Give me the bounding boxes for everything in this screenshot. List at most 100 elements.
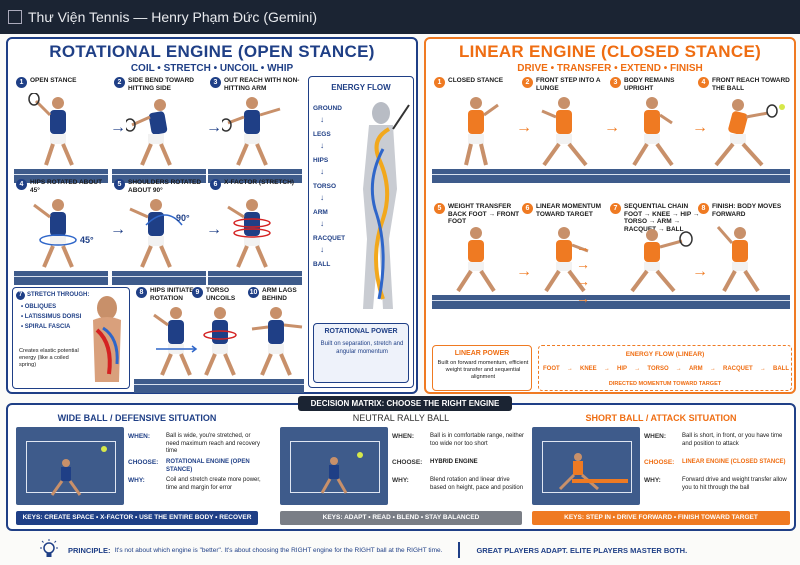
window-titlebar: Thư Viện Tennis — Henry Phạm Đức (Gemini… [0,0,800,34]
arrow-right-icon: → [206,119,222,136]
rot-step-8: 8 HIPS INITIATE ROTATION [134,287,228,393]
lin-step-6: 6 LINEAR MOMENTUM TOWARD TARGET [520,203,614,309]
stretch-heading: STRETCH THROUGH: [27,292,90,298]
choose-label: CHOOSE: [128,459,159,466]
flow-item: TORSO [647,366,669,372]
momentum-arrows-icon: →→→→ [576,239,590,306]
when-text: Ball is in comfortable range, neither to… [430,433,525,447]
step-label: FINISH: BODY MOVES FORWARD [712,203,782,218]
arrow-right-icon: → [110,119,126,136]
keys-bar: KEYS: ADAPT • READ • BLEND • STAY BALANC… [280,511,522,525]
why-text: Forward drive and weight transfer allow … [682,477,787,491]
player-figure-icon: 90° [129,199,190,268]
lin-step-8: 8 FINISH: BODY MOVES FORWARD [696,203,790,309]
arrow-down-icon: ↓ [320,193,324,202]
step-label: HIPS ROTATED ABOUT 45° [30,179,103,194]
why-text: Coil and stretch create more power, time… [166,477,261,491]
court-strip [696,169,790,183]
court-strip [432,295,526,309]
linear-power-desc: Built on forward momentum, efficient wei… [437,360,529,380]
step-label: SIDE BEND TOWARD HITTING SIDE [128,77,194,92]
arrow-right-icon: → [759,366,766,372]
step-number: 10 [248,287,259,298]
step-label: FRONT REACH TOWARD THE BALL [712,77,790,92]
when-label: WHEN: [128,433,151,440]
player-figure-icon [456,227,496,293]
window-title: Thư Viện Tennis — Henry Phạm Đức (Gemini… [28,9,317,25]
linear-flow-direction: DIRECTED MOMENTUM TOWARD TARGET [608,381,722,387]
energy-flow-title: ENERGY FLOW [331,83,391,92]
step-number: 1 [434,77,445,88]
energy-flow-item: LEGS [313,131,331,138]
step-number: 8 [698,203,709,214]
court-strip [432,169,526,183]
court-thumbnail [532,427,640,505]
rotational-subtitle: COIL • STRETCH • UNCOIL • WHIP [130,63,294,74]
step-label: SHOULDERS ROTATED ABOUT 90° [128,179,202,194]
court-strip [190,379,250,393]
rot-step-2: 2 SIDE BEND TOWARD HITTING SIDE [112,77,206,183]
step-label: LINEAR MOMENTUM TOWARD TARGET [536,203,601,218]
rotational-panel: ROTATIONAL ENGINE (OPEN STANCE) COIL • S… [6,37,418,394]
arrow-right-icon: → [603,366,610,372]
step-number: 5 [114,179,125,190]
arrow-down-icon: ↓ [320,167,324,176]
energy-flow-item: HIPS [313,157,329,164]
decision-matrix-header: DECISION MATRIX: CHOOSE THE RIGHT ENGINE [298,396,512,411]
rotational-power-desc: Built on separation, stretch and angular… [320,341,404,355]
player-figure-icon [227,199,271,268]
arrow-right-icon: → [709,366,716,372]
court-strip [14,169,108,183]
matrix-col-title: SHORT BALL / ATTACK SITUATION [585,413,737,423]
step-label: WEIGHT TRANSFER BACK FOOT → FRONT FOOT [448,203,520,225]
step-number: 4 [698,77,709,88]
choose-label: CHOOSE: [392,459,423,466]
rotational-power-title: ROTATIONAL POWER [324,328,398,335]
lin-step-2: 2 FRONT STEP INTO A LUNGE [520,77,614,183]
lin-step-5: 5 WEIGHT TRANSFER BACK FOOT → FRONT FOOT [432,203,526,309]
step-label: BODY REMAINS UPRIGHT [624,77,675,92]
choose-text: LINEAR ENGINE (CLOSED STANCE) [682,459,786,465]
court-strip [696,295,790,309]
choose-text: ROTATIONAL ENGINE (OPEN STANCE) [166,459,250,473]
arrow-right-icon: → [516,263,532,280]
rot-step-6: 6 X-FACTOR (STRETCH) [208,179,302,285]
linear-energy-flow-title: ENERGY FLOW (LINEAR) [625,351,705,358]
arrow-right-icon: → [675,366,682,372]
rot-step-10: 10 ARM LAGS BEHIND [246,287,304,393]
arrow-down-icon: ↓ [320,115,324,124]
lin-step-7: 7 SEQUENTIAL CHAIN FOOT → KNEE → HIP → T… [608,203,702,309]
rot-step-4: 4 HIPS ROTATED ABOUT 45° 45° [14,179,108,285]
step-number: 3 [610,77,621,88]
keys-bar: KEYS: STEP IN • DRIVE FORWARD • FINISH T… [532,511,790,525]
player-figure-icon [632,97,674,167]
when-label: WHEN: [392,433,415,440]
step-label: ARM LAGS BEHIND [262,287,297,302]
rot-step-1: 1 OPEN STANCE [14,77,108,183]
court-strip [520,295,614,309]
energy-flow-item: GROUND [313,105,342,112]
energy-flow-box: ENERGY FLOW GROUND ↓ LEGS ↓ HIPS ↓ TORSO… [308,76,414,388]
step-number: 5 [434,203,445,214]
court-strip [608,169,702,183]
arrow-right-icon: → [206,221,222,238]
player-figure-icon [153,307,198,376]
court-strip [134,379,190,393]
choose-text: HYBRID ENGINE [430,459,478,465]
flow-item: KNEE [580,366,597,372]
player-figure-icon [716,226,760,293]
step-number: 8 [136,287,147,298]
footer-tagline: GREAT PLAYERS ADAPT. ELITE PLAYERS MASTE… [476,545,688,555]
step-number: 2 [114,77,125,88]
arrow-right-icon: → [110,221,126,238]
when-text: Ball is wide, you're stretched, or need … [166,433,261,454]
why-label: WHY: [128,477,145,484]
step-number: 9 [192,287,203,298]
arrow-right-icon: → [516,119,532,136]
court-thumbnail [280,427,388,505]
linear-energy-flow-box: ENERGY FLOW (LINEAR) FOOT→ KNEE→ HIP→ TO… [538,345,792,391]
angle-45-label: 45° [80,235,94,245]
court-strip [112,169,206,183]
footer-divider [458,542,461,558]
flow-item: RACQUET [722,366,753,372]
